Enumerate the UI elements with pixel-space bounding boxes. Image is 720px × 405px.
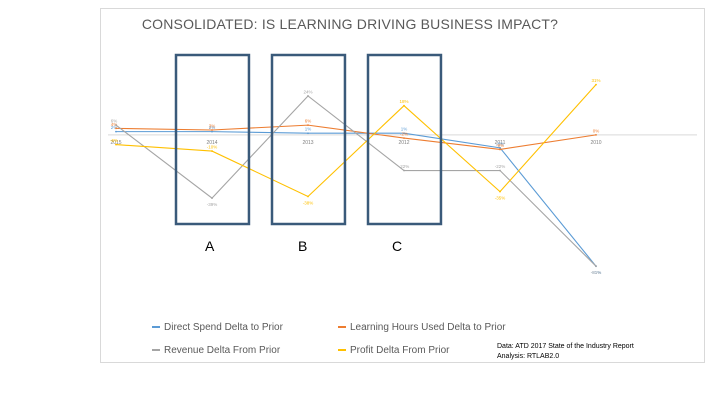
data-point bbox=[499, 148, 501, 151]
data-label: 1% bbox=[305, 127, 312, 132]
data-label: -35% bbox=[495, 196, 506, 201]
annotation-box bbox=[174, 53, 251, 226]
data-label: -2% bbox=[400, 132, 408, 137]
data-point bbox=[307, 124, 309, 127]
data-point bbox=[595, 83, 597, 86]
x-tick-label: 2015 bbox=[110, 140, 121, 146]
data-point bbox=[211, 130, 213, 133]
x-tick-label: 2012 bbox=[398, 140, 409, 146]
data-point bbox=[115, 127, 117, 130]
data-label: 2% bbox=[209, 125, 216, 130]
data-label: -10% bbox=[207, 145, 218, 150]
data-label: 31% bbox=[591, 78, 600, 83]
data-label: -22% bbox=[495, 164, 506, 169]
series-line bbox=[115, 124, 597, 151]
legend-item-direct-spend[interactable]: Direct Spend Delta to Prior bbox=[152, 322, 283, 333]
legend-item-learning-hours[interactable]: Learning Hours Used Delta to Prior bbox=[338, 322, 506, 333]
data-point bbox=[115, 130, 117, 133]
data-label: 2% bbox=[111, 125, 118, 130]
annotation-label-a: A bbox=[205, 238, 215, 254]
data-label: 18% bbox=[399, 99, 408, 104]
data-point bbox=[211, 197, 213, 199]
data-point bbox=[307, 195, 309, 198]
legend-item-profit[interactable]: Profit Delta From Prior bbox=[338, 345, 449, 356]
x-tick-label: 2010 bbox=[590, 140, 601, 146]
data-label: -39% bbox=[207, 202, 218, 207]
data-label: 3% bbox=[209, 123, 216, 128]
data-label: 6% bbox=[305, 119, 312, 124]
annotation-box bbox=[270, 53, 347, 226]
data-label: -8% bbox=[496, 141, 504, 146]
x-tick-label: 2013 bbox=[302, 140, 313, 146]
legend-swatch bbox=[338, 326, 346, 329]
data-point bbox=[499, 169, 501, 172]
data-label: 4% bbox=[111, 122, 118, 127]
data-label: -6% bbox=[110, 138, 118, 143]
chart-title: CONSOLIDATED: IS LEARNING DRIVING BUSINE… bbox=[141, 16, 559, 32]
data-label: -22% bbox=[399, 164, 410, 169]
source-line-data: Data: ATD 2017 State of the Industry Rep… bbox=[497, 343, 634, 350]
legend-swatch bbox=[152, 326, 160, 329]
legend-label: Revenue Delta From Prior bbox=[164, 345, 281, 356]
legend-swatch bbox=[152, 349, 160, 352]
x-tick-label: 2011 bbox=[495, 140, 506, 146]
data-point bbox=[115, 143, 117, 146]
data-label: 0% bbox=[593, 128, 600, 133]
data-label: 24% bbox=[303, 89, 312, 94]
data-point bbox=[307, 132, 309, 135]
data-point bbox=[403, 137, 405, 140]
data-label: -9% bbox=[496, 143, 504, 148]
data-label: -81% bbox=[591, 270, 602, 275]
data-point bbox=[115, 124, 117, 127]
data-point bbox=[403, 132, 405, 135]
legend-swatch bbox=[338, 349, 346, 352]
legend-label: Learning Hours Used Delta to Prior bbox=[350, 322, 506, 333]
annotation-box bbox=[366, 53, 443, 226]
data-point bbox=[307, 95, 309, 97]
data-point bbox=[499, 146, 501, 149]
data-point bbox=[595, 265, 597, 268]
x-tick-label: 2014 bbox=[206, 140, 217, 146]
legend-item-revenue[interactable]: Revenue Delta From Prior bbox=[152, 345, 280, 356]
data-label: -81% bbox=[591, 270, 602, 275]
data-point bbox=[403, 104, 405, 107]
legend-label: Direct Spend Delta to Prior bbox=[164, 322, 283, 333]
annotation-label-c: C bbox=[392, 238, 403, 254]
source-line-analysis: Analysis: RTLAB2.0 bbox=[497, 353, 560, 360]
legend-label: Profit Delta From Prior bbox=[350, 345, 450, 356]
data-point bbox=[499, 190, 501, 193]
data-label: -38% bbox=[303, 200, 314, 205]
data-label: 6% bbox=[111, 119, 118, 124]
source-note: Data: ATD 2017 State of the Industry Rep… bbox=[497, 342, 634, 362]
data-point bbox=[211, 129, 213, 131]
data-point bbox=[595, 133, 597, 136]
data-label: 1% bbox=[401, 127, 408, 132]
series-line bbox=[115, 95, 597, 267]
series-line bbox=[115, 84, 597, 198]
data-point bbox=[211, 150, 213, 152]
data-point bbox=[403, 169, 405, 172]
slide-frame bbox=[100, 8, 705, 363]
annotation-label-b: B bbox=[298, 238, 308, 254]
